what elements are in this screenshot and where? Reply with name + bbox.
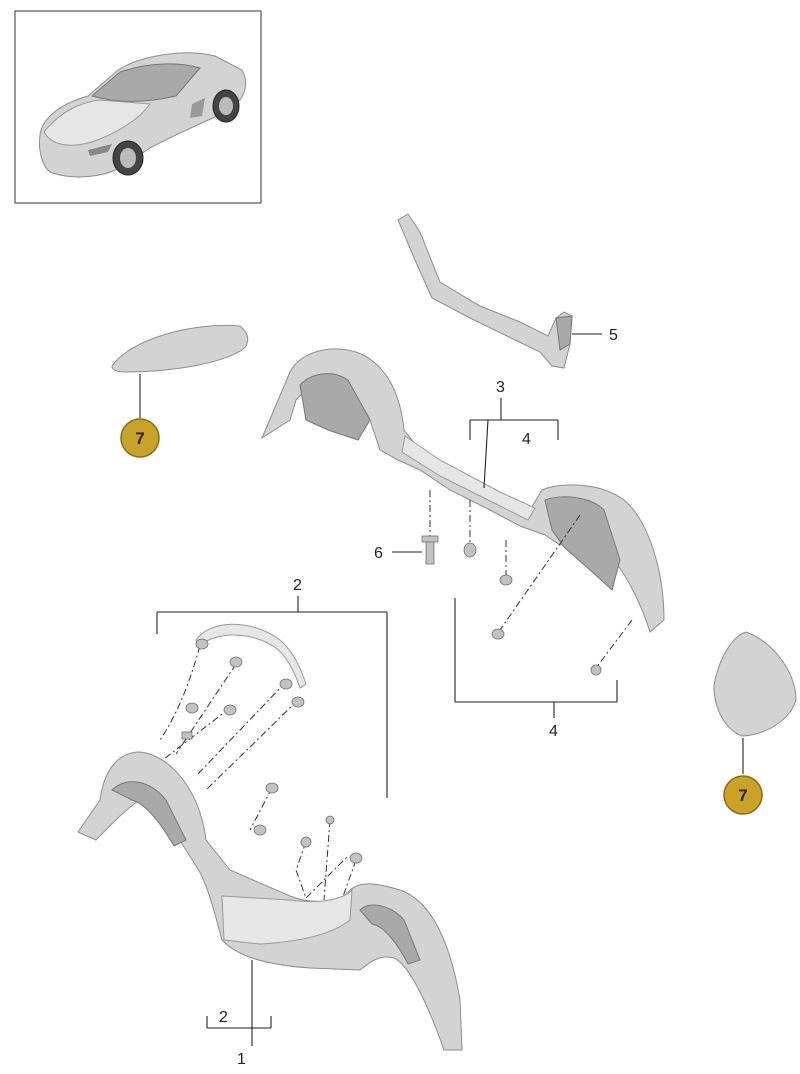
badge-7-left-label: 7 [135, 429, 144, 448]
badge-7-left: 7 [120, 418, 160, 458]
leader-lines [139, 333, 744, 1046]
car-thumbnail [14, 10, 262, 204]
upper-fasteners [421, 490, 633, 676]
callout-4-lower: 4 [549, 723, 558, 740]
callout-4-upper: 4 [522, 431, 531, 448]
badge-7-right: 7 [723, 775, 763, 815]
car-thumbnail-icon [39, 52, 247, 178]
callout-5: 5 [609, 327, 618, 344]
part-6-bolt [421, 535, 439, 565]
callout-3: 3 [496, 379, 505, 396]
part-1-panel [77, 751, 463, 1051]
callout-2-top: 2 [293, 577, 302, 594]
callout-6: 6 [374, 545, 383, 562]
part-5-strip [397, 213, 573, 369]
part-2-seal-strip [159, 623, 363, 906]
part-7-left-cover [111, 324, 249, 373]
part-3-frame [260, 348, 665, 633]
part-7-right-cover [713, 631, 797, 737]
callout-1: 1 [237, 1051, 246, 1068]
callout-2-bottom: 2 [219, 1009, 228, 1026]
badge-7-right-label: 7 [738, 786, 747, 805]
